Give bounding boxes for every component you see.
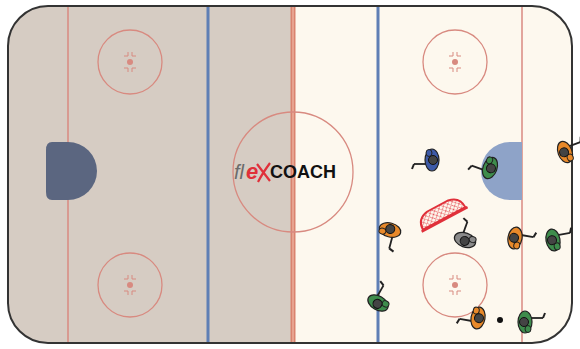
players xyxy=(365,135,580,333)
puck xyxy=(497,317,503,323)
player-icon xyxy=(374,220,402,252)
logo-swoosh xyxy=(257,163,270,182)
shaded-zone xyxy=(8,6,293,343)
hash-marks xyxy=(124,52,461,295)
goal-crease xyxy=(481,142,522,200)
player-icon xyxy=(365,280,398,314)
ice-surface xyxy=(8,6,572,343)
player-icon xyxy=(506,226,536,252)
player-icon xyxy=(518,311,545,333)
center-circle xyxy=(233,112,353,232)
player-icon xyxy=(452,217,482,250)
goal-crease xyxy=(46,142,97,200)
blue-line xyxy=(207,6,210,343)
hockey-net xyxy=(415,194,468,232)
player-icon xyxy=(456,304,486,330)
faceoff-dots xyxy=(127,59,458,288)
player-icon xyxy=(467,151,500,181)
player-icon xyxy=(544,226,574,252)
player-icon xyxy=(555,135,580,165)
player-icon xyxy=(412,149,439,171)
logo-text: COACH xyxy=(270,163,336,181)
boards xyxy=(8,6,572,343)
logo-text: e xyxy=(246,161,258,183)
faceoff-circles xyxy=(98,30,487,317)
logo-text: fl xyxy=(234,162,244,182)
